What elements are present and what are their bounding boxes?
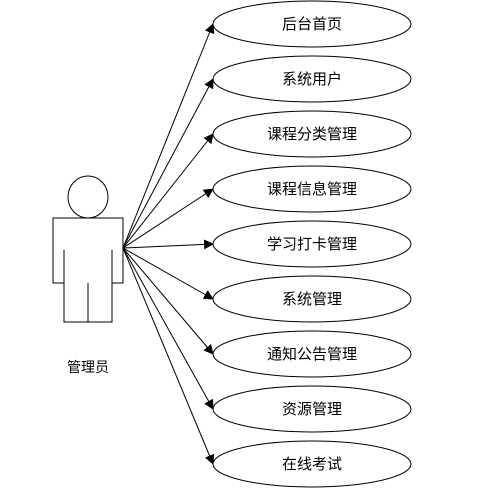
use-case-ellipse xyxy=(212,55,412,103)
use-case: 学习打卡管理 xyxy=(212,220,412,268)
use-case-label: 系统管理 xyxy=(282,290,342,308)
use-case: 系统用户 xyxy=(212,55,412,103)
association-arrow xyxy=(122,247,214,355)
association-arrow xyxy=(122,188,214,249)
use-case-label: 课程分类管理 xyxy=(267,125,357,143)
actor-body xyxy=(52,217,124,323)
use-case: 课程分类管理 xyxy=(212,110,412,158)
use-case-label: 系统用户 xyxy=(282,70,342,88)
use-case-label: 课程信息管理 xyxy=(267,180,357,198)
association-arrow xyxy=(122,239,214,250)
association-arrows xyxy=(122,23,215,465)
use-case: 课程信息管理 xyxy=(212,165,412,213)
use-case-ellipse xyxy=(212,440,412,488)
use-case-ellipse xyxy=(212,220,412,268)
use-case-label: 在线考试 xyxy=(282,455,342,473)
use-case-group: 后台首页系统用户课程分类管理课程信息管理学习打卡管理系统管理通知公告管理资源管理… xyxy=(212,0,412,488)
use-case-label: 通知公告管理 xyxy=(267,345,357,363)
use-case: 系统管理 xyxy=(212,275,412,323)
use-case: 通知公告管理 xyxy=(212,330,412,378)
use-case-ellipse xyxy=(212,330,412,378)
association-arrow xyxy=(122,247,214,410)
association-arrow xyxy=(122,133,214,249)
use-case: 在线考试 xyxy=(212,440,412,488)
use-case: 后台首页 xyxy=(212,0,412,48)
association-arrow xyxy=(122,247,214,300)
use-case-ellipse xyxy=(212,275,412,323)
use-case-ellipse xyxy=(212,110,412,158)
use-case-label: 学习打卡管理 xyxy=(267,235,357,253)
association-arrow xyxy=(122,23,215,249)
use-case-label: 后台首页 xyxy=(282,15,342,33)
use-case-ellipse xyxy=(212,385,412,433)
use-case: 资源管理 xyxy=(212,385,412,433)
association-arrow xyxy=(122,78,214,249)
actor-head xyxy=(67,175,109,219)
use-case-ellipse xyxy=(212,0,412,48)
use-case-label: 资源管理 xyxy=(282,400,342,418)
use-case-ellipse xyxy=(212,165,412,213)
actor-figure xyxy=(52,175,124,323)
association-arrow xyxy=(122,247,215,465)
actor-label: 管理员 xyxy=(67,360,109,376)
